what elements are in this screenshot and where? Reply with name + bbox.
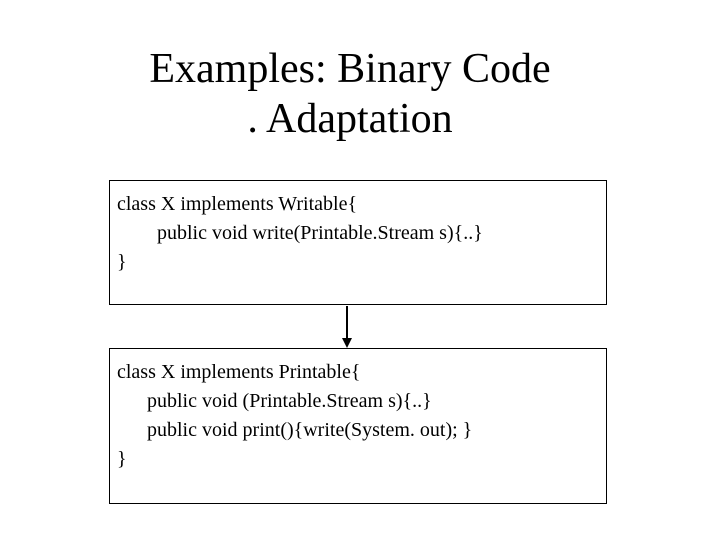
code-line: } [117, 448, 127, 470]
title-line-2: . Adaptation [247, 96, 453, 142]
code-line: } [117, 251, 127, 273]
arrow-head [342, 338, 352, 348]
printable-code-box: class X implements Printable{ public voi… [109, 348, 607, 504]
title-line-1: Examples: Binary Code [149, 46, 551, 92]
slide-title: Examples: Binary Code . Adaptation [0, 44, 700, 144]
code-line: class X implements Writable{ [117, 193, 358, 215]
code-line: public void print(){write(System. out); … [117, 419, 473, 441]
code-line: public void (Printable.Stream s){..} [117, 390, 432, 412]
writable-code-box: class X implements Writable{ public void… [109, 180, 607, 305]
code-line: class X implements Printable{ [117, 361, 361, 383]
code-line: public void write(Printable.Stream s){..… [117, 222, 483, 244]
